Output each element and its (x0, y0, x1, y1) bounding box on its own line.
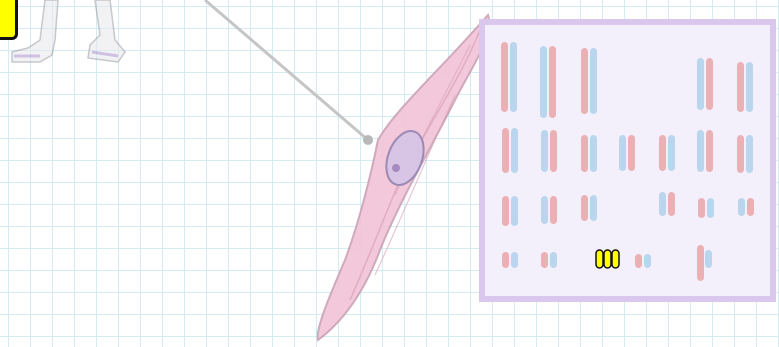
chromosome (541, 196, 548, 224)
chromosome (510, 42, 517, 112)
chromosome (746, 135, 753, 173)
chromosome (581, 195, 588, 221)
chromosome (705, 250, 712, 268)
chromosome (511, 196, 518, 226)
chromosome (697, 245, 704, 281)
chromosome (747, 198, 754, 216)
chromosome (706, 58, 713, 110)
chromosome (628, 135, 635, 171)
chromosome (541, 130, 548, 172)
chromosome (619, 135, 626, 171)
chromosome (511, 252, 518, 268)
chromosome (659, 135, 666, 171)
chromosome (541, 252, 548, 268)
karyotype-panel (482, 22, 773, 299)
chromosome (644, 254, 651, 268)
chromosome (540, 46, 547, 118)
chromosome (581, 48, 588, 114)
chromosome (502, 196, 509, 226)
chromosome (596, 250, 603, 268)
chromosome (635, 254, 642, 268)
chromosome (502, 128, 509, 173)
chromosome (668, 135, 675, 171)
pointer-line (205, 0, 373, 145)
chromosome (612, 250, 619, 268)
chromosome (737, 62, 744, 112)
chromosome (697, 58, 704, 110)
chromosome (550, 196, 557, 224)
person-legs-figure (12, 0, 125, 62)
chromosome (697, 130, 704, 172)
chromosome (501, 42, 508, 112)
chromosome (550, 252, 557, 268)
fibroblast-cell (318, 15, 490, 340)
chromosome (737, 135, 744, 173)
chromosome (668, 192, 675, 216)
chromosome (604, 250, 611, 268)
chromosome (581, 135, 588, 172)
chromosome (698, 198, 705, 218)
chromosome (738, 198, 745, 216)
chromosome (707, 198, 714, 218)
chromosome (746, 62, 753, 112)
pointer-dot (363, 135, 373, 145)
chromosome (590, 195, 597, 221)
chromosome (502, 252, 509, 268)
chromosome (706, 130, 713, 172)
chromosome (590, 48, 597, 114)
chromosome (590, 135, 597, 172)
chromosome (511, 128, 518, 173)
chromosome (550, 130, 557, 172)
chromosome (549, 46, 556, 118)
chromosome (659, 192, 666, 216)
